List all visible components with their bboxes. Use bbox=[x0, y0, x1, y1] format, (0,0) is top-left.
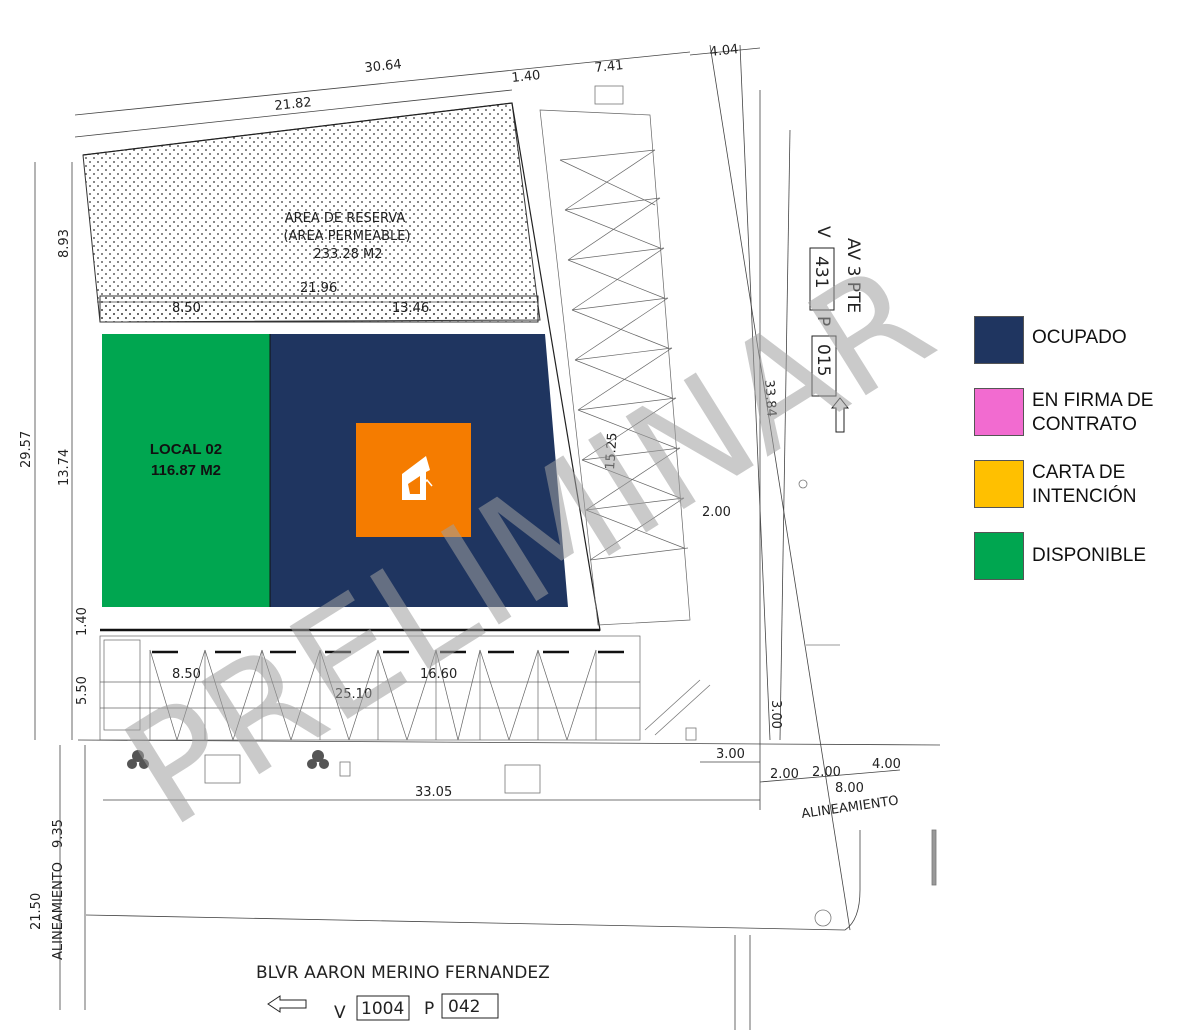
alineamiento-right: ALINEAMIENTO bbox=[800, 793, 899, 821]
dim-21-96: 21.96 bbox=[300, 281, 337, 296]
dim-3-00-h: 3.00 bbox=[716, 747, 745, 762]
parking-bottom bbox=[99, 635, 641, 741]
street-bottom: BLVR AARON MERINO FERNANDEZ V 1004 P 042 bbox=[256, 963, 550, 1023]
street-bottom-v-value: 1004 bbox=[361, 999, 404, 1019]
street-details bbox=[204, 85, 937, 927]
legend-label-occupied: OCUPADO bbox=[1032, 327, 1127, 348]
street-right-v-value: 431 bbox=[811, 256, 831, 288]
legend-label-available: DISPONIBLE bbox=[1032, 545, 1147, 566]
dim-33-84: 33.84 bbox=[761, 379, 779, 417]
tree-icon bbox=[127, 750, 329, 769]
dim-5-50: 5.50 bbox=[75, 676, 90, 705]
dim-21-50: 21.50 bbox=[29, 893, 44, 930]
dim-7-41: 7.41 bbox=[594, 58, 624, 76]
reserve-label-1: AREA DE RESERVA bbox=[285, 211, 406, 226]
reserve-label-3: 233.28 M2 bbox=[313, 247, 382, 262]
street-right-v-label: V bbox=[813, 226, 833, 238]
street-right-name: AV 3 PTE bbox=[843, 238, 863, 313]
dim-2-00-mid: 2.00 bbox=[702, 505, 731, 520]
dim-16-60: 16.60 bbox=[420, 667, 457, 682]
parking-right bbox=[539, 109, 691, 626]
legend-swatch-intention bbox=[974, 460, 1024, 508]
dim-1-40-top: 1.40 bbox=[511, 68, 541, 86]
dim-2-00-a: 2.00 bbox=[770, 767, 799, 782]
house-logo-icon bbox=[356, 423, 471, 537]
dim-21-82: 21.82 bbox=[274, 95, 313, 114]
dim-1-40-left: 1.40 bbox=[75, 607, 90, 636]
dim-2-00-b: 2.00 bbox=[812, 765, 841, 780]
dim-13-46: 13.46 bbox=[392, 301, 429, 316]
dim-3-00-v: 3.00 bbox=[768, 700, 783, 729]
street-bottom-v-label: V bbox=[334, 1003, 346, 1023]
alineamiento-left: ALINEAMIENTO bbox=[51, 862, 66, 960]
street-bottom-p-label: P bbox=[424, 999, 434, 1019]
legend-swatch-available bbox=[974, 532, 1024, 580]
dim-29-57: 29.57 bbox=[19, 431, 34, 468]
dim-8-00: 8.00 bbox=[835, 781, 864, 796]
dimension-lines bbox=[34, 44, 941, 1030]
street-bottom-p-value: 042 bbox=[448, 997, 480, 1017]
dim-33-05: 33.05 bbox=[415, 785, 452, 800]
legend-swatch-occupied bbox=[974, 316, 1024, 364]
arrow-up-icon bbox=[830, 397, 850, 433]
dim-9-35: 9.35 bbox=[51, 819, 66, 848]
arrow-left-icon bbox=[267, 995, 307, 1013]
reserve-label-2: (AREA PERMEABLE) bbox=[283, 229, 410, 244]
street-right-p-value: 015 bbox=[813, 344, 833, 376]
dim-15-25: 15.25 bbox=[603, 432, 621, 470]
dim-8-50-top: 8.50 bbox=[172, 301, 201, 316]
legend-label-intention: CARTA DE INTENCIÓN bbox=[1032, 462, 1137, 507]
dim-8-93: 8.93 bbox=[57, 229, 72, 258]
legend-label-contract: EN FIRMA DE CONTRATO bbox=[1032, 390, 1154, 435]
dim-4-04: 4.04 bbox=[709, 42, 739, 60]
street-bottom-name: BLVR AARON MERINO FERNANDEZ bbox=[256, 963, 550, 983]
street-right: AV 3 PTE V 431 P 015 bbox=[809, 226, 863, 433]
local-02-name: LOCAL 02 bbox=[150, 441, 222, 458]
dim-8-50-bot: 8.50 bbox=[172, 667, 201, 682]
reserve-strip bbox=[99, 295, 539, 323]
legend-swatch-contract bbox=[974, 388, 1024, 436]
dim-30-64: 30.64 bbox=[364, 57, 403, 76]
local-02-unit[interactable] bbox=[102, 334, 270, 607]
dim-4-00: 4.00 bbox=[872, 757, 901, 772]
dim-13-74: 13.74 bbox=[57, 449, 72, 486]
dim-25-10: 25.10 bbox=[335, 687, 372, 702]
local-02-area: 116.87 M2 bbox=[151, 462, 221, 479]
street-right-p-label: P bbox=[813, 316, 833, 326]
